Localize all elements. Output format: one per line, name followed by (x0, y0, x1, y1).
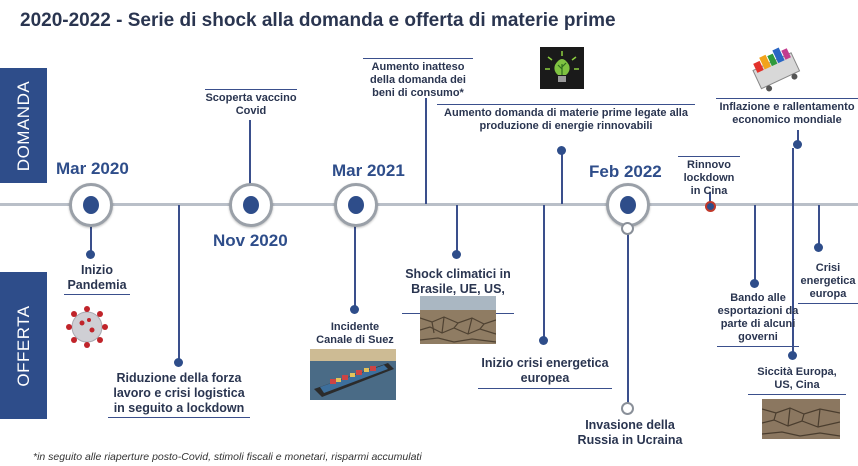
event-suez: Incidente Canale di Suez (316, 321, 394, 346)
milestone-mar2021 (334, 183, 378, 227)
ring-invasione-top (621, 222, 634, 235)
date-nov2020: Nov 2020 (213, 231, 288, 250)
event-crisi-eu2: Crisi energetica europa (798, 262, 858, 304)
date-feb2022: Feb 2022 (589, 162, 662, 181)
supply-sidebar: OFFERTA (0, 272, 47, 419)
event-crisi-eu1: Inizio crisi energetica europea (478, 356, 612, 389)
line-consumo (425, 98, 427, 204)
demand-label: DOMANDA (13, 80, 33, 171)
footnote: *in seguito alle riaperture posto-Covid,… (33, 451, 422, 463)
line-rinnovabili (561, 148, 563, 204)
virus-image (62, 305, 112, 349)
dot-rinnovabili (557, 146, 566, 155)
event-consumo: Aumento inatteso della domanda dei beni … (363, 58, 473, 100)
dot-logistica (174, 358, 183, 367)
event-logistica: Riduzione della forza lavoro e crisi log… (108, 371, 250, 418)
event-inflazione: Inflazione e rallentamento economico mon… (716, 98, 858, 127)
line-vaccino (249, 120, 251, 186)
dot-crisi-eu2 (814, 243, 823, 252)
line-logistica (178, 205, 180, 362)
date-mar2021: Mar 2021 (332, 161, 405, 180)
demand-sidebar: DOMANDA (0, 68, 47, 183)
line-crisi-eu1 (543, 205, 545, 338)
dot-bando (750, 279, 759, 288)
dot-suez (350, 305, 359, 314)
dot-cina (705, 201, 716, 212)
line-pandemia (90, 223, 92, 255)
event-siccita: Siccità Europa, US, Cina (748, 366, 846, 395)
page-title: 2020-2022 - Serie di shock alla domanda … (20, 10, 616, 31)
timeline-axis (0, 203, 858, 206)
dot-crisi-eu1 (539, 336, 548, 345)
line-crisi-eu2 (818, 205, 820, 245)
dot-climatici (452, 250, 461, 259)
drought-image-1 (420, 296, 496, 344)
event-pandemia: Inizio Pandemia (64, 263, 130, 295)
dot-pandemia (86, 250, 95, 259)
supply-label: OFFERTA (13, 304, 33, 387)
dot-inflazione (793, 140, 802, 149)
line-cina (709, 192, 711, 204)
milestone-mar2020 (69, 183, 113, 227)
milestone-feb2022 (606, 183, 650, 227)
line-bando (754, 205, 756, 283)
line-invasione (627, 228, 629, 405)
date-mar2020: Mar 2020 (56, 159, 129, 178)
inflation-cart-image (746, 43, 804, 93)
suez-ship-image (310, 349, 396, 400)
event-vaccino: Scoperta vaccino Covid (205, 89, 297, 118)
ring-invasione-bottom (621, 402, 634, 415)
event-cina: Rinnovo lockdown in Cina (678, 156, 740, 198)
green-lightbulb-image (540, 47, 584, 89)
event-invasione: Invasione della Russia in Ucraina (577, 418, 683, 447)
event-rinnovabili: Aumento domanda di materie prime legate … (437, 104, 695, 133)
line-siccita (792, 148, 794, 354)
line-suez (354, 225, 356, 310)
line-inflazione (797, 130, 799, 142)
drought-image-2 (762, 399, 840, 439)
dot-siccita (788, 351, 797, 360)
line-climatici (456, 205, 458, 255)
event-bando: Bando alle esportazioni da parte di alcu… (717, 292, 799, 347)
milestone-nov2020 (229, 183, 273, 227)
